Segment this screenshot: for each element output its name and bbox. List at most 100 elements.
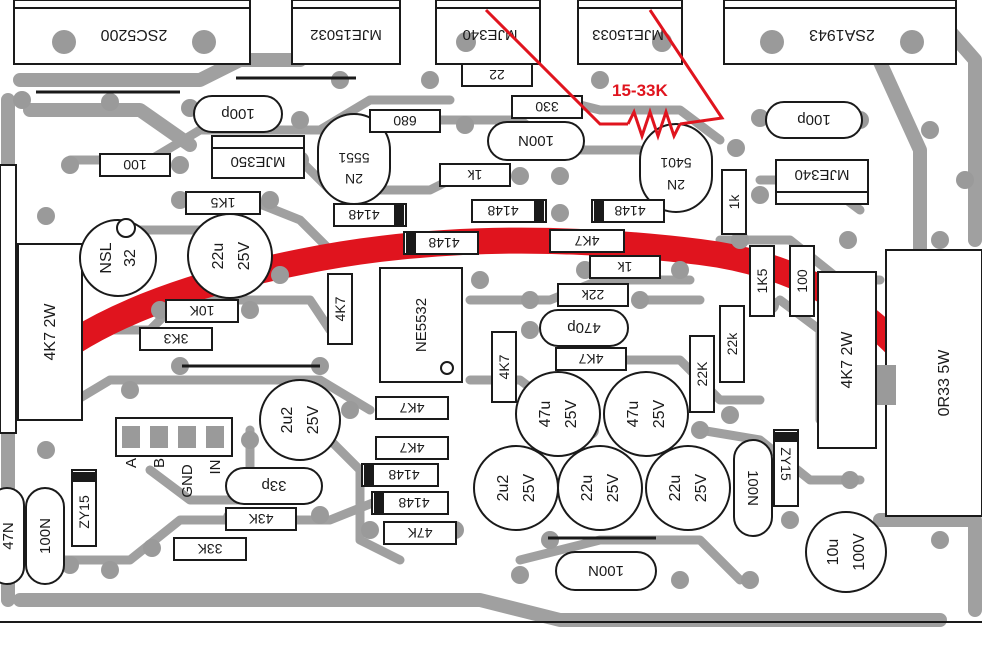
film-capacitors: 100p 100p 100N 470p 33p 100N 100N 47N xyxy=(0,95,863,591)
pad xyxy=(456,116,474,134)
resistor-body xyxy=(817,271,877,449)
capacitor-body xyxy=(193,95,283,133)
pad xyxy=(741,571,759,589)
capacitor-value: 22u xyxy=(210,243,227,270)
transistor-label: 2SC5200 xyxy=(101,26,168,43)
capacitor-voltage: 25V xyxy=(693,473,710,502)
capacitor-value: 47u xyxy=(625,401,642,428)
capacitor-body xyxy=(515,371,601,457)
transistor-label: MJE15033 xyxy=(592,26,664,43)
electrolytic-22u-25v-b: 22u 25V xyxy=(557,445,643,531)
pad xyxy=(931,231,949,249)
resistor-label: 1K5 xyxy=(210,195,235,211)
resistor-label: 1k xyxy=(467,167,483,183)
capacitor-voltage: 100V xyxy=(851,533,868,571)
electrolytic-10u-100v: 10u 100V xyxy=(805,511,887,593)
capacitor-body xyxy=(539,309,629,347)
diode-body xyxy=(361,463,439,487)
diode-band xyxy=(534,200,544,222)
capacitor-body xyxy=(0,487,25,585)
trace xyxy=(775,295,825,425)
capacitor-47n: 47N xyxy=(0,487,25,585)
resistor-1k-a: 1k xyxy=(439,163,511,187)
transistor-label: MJE15032 xyxy=(310,26,382,43)
pad xyxy=(61,156,79,174)
capacitor-value: 2u2 xyxy=(279,407,296,434)
transistor-label: MJE350 xyxy=(230,153,285,170)
diode-label: 4148 xyxy=(428,235,459,251)
zener-band xyxy=(72,472,96,482)
resistor-label: 1K5 xyxy=(754,268,770,293)
ic-label: NE5532 xyxy=(413,298,430,352)
pad xyxy=(341,401,359,419)
resistor-label: 4K7 xyxy=(332,296,348,321)
resistor-body xyxy=(369,109,441,133)
diode-label: 4148 xyxy=(614,203,645,219)
pad xyxy=(241,301,259,319)
resistor-label: 22K xyxy=(694,361,710,387)
diode-body xyxy=(403,231,479,255)
silkscreen-lines xyxy=(36,76,656,540)
resistor-label: 100 xyxy=(123,157,147,173)
capacitor-body xyxy=(765,101,863,139)
capacitor-voltage: 25V xyxy=(563,399,580,428)
thermistor-label-line1: NSL xyxy=(98,242,115,273)
pad xyxy=(839,231,857,249)
pad xyxy=(541,531,559,549)
trace xyxy=(55,495,385,565)
pad xyxy=(671,571,689,589)
transistor-label-line1: 2N xyxy=(667,177,685,193)
connector-pin xyxy=(150,426,168,448)
pad xyxy=(751,186,769,204)
resistor-label: 4K7 2W xyxy=(839,331,856,389)
resistor-1k5-a: 1K5 xyxy=(185,191,261,215)
resistor-4k7-d: 4K7 xyxy=(491,331,517,403)
pad xyxy=(171,357,189,375)
zener-zy15-right: ZY15 xyxy=(773,429,799,507)
transistor-label: MJE340 xyxy=(462,26,517,43)
capacitor-value: 10u xyxy=(825,539,842,566)
electrolytic-2u2-25v-b: 2u2 25V xyxy=(473,445,559,531)
diode-1n4148-e: 4148 xyxy=(361,463,439,487)
capacitor-label: 100N xyxy=(588,562,624,579)
resistor-label: 100 xyxy=(794,269,810,293)
capacitor-body xyxy=(603,371,689,457)
transistor-mje15033: MJE15033 xyxy=(577,0,683,65)
diode-1n4148-d: 4148 xyxy=(403,231,479,255)
pad xyxy=(931,531,949,549)
capacitor-value: 47u xyxy=(537,401,554,428)
resistor-100-b: 100 xyxy=(789,245,815,317)
transistor-tab xyxy=(577,0,683,9)
resistor-label: 4K7 xyxy=(574,233,599,249)
capacitor-label: 100N xyxy=(744,470,761,506)
power-resistors: 4K7 2W 4K7 2W 0R33 5W xyxy=(17,243,953,449)
thermistor-nsl32: NSL 32 xyxy=(79,218,157,297)
electrolytic-22u-25v-c: 22u 25V xyxy=(645,445,731,531)
resistor-label: 4K7 xyxy=(399,440,424,456)
input-connector: A B GND IN xyxy=(115,417,233,498)
pad xyxy=(37,441,55,459)
annotation-label: 15-33K xyxy=(612,81,668,100)
trace xyxy=(23,103,197,152)
mounting-pad xyxy=(52,30,76,54)
mounting-pad xyxy=(760,30,784,54)
electrolytic-47u-25v-b: 47u 25V xyxy=(603,371,689,457)
thermistor-pad xyxy=(116,218,136,238)
transistor-mje350: MJE350 xyxy=(211,135,305,179)
resistor-100: 100 xyxy=(99,153,171,177)
capacitor-body xyxy=(487,121,585,161)
annotation-resistor-zigzag xyxy=(626,107,682,141)
capacitor-label: 100p xyxy=(221,105,254,122)
capacitor-voltage: 25V xyxy=(521,473,538,502)
transistor-tab xyxy=(211,135,305,149)
resistor-680: 680 xyxy=(369,109,441,133)
resistor-body xyxy=(557,283,629,307)
resistor-body xyxy=(327,273,353,345)
pad xyxy=(151,301,169,319)
diode-1n4148-a: 4148 xyxy=(333,203,407,227)
annotation-wire xyxy=(648,9,725,126)
transistor-body xyxy=(435,7,541,65)
pad xyxy=(841,471,859,489)
